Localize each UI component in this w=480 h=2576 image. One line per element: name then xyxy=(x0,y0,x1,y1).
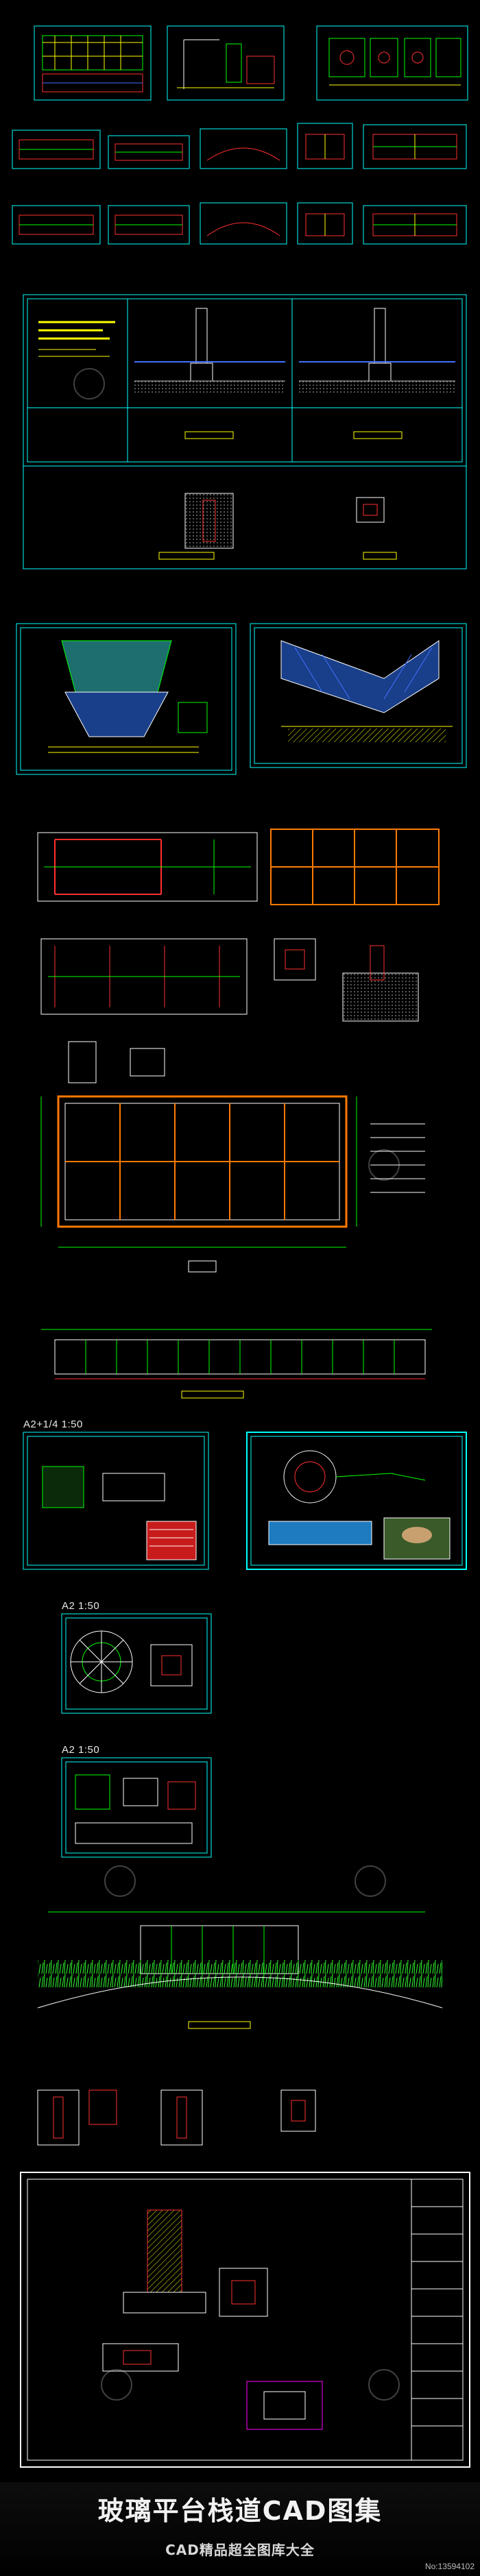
scale-label-a2-plan: A2 1:50 xyxy=(62,1600,100,1612)
sheet-a2-details xyxy=(61,1757,212,1858)
sheet-walkway-elevation xyxy=(41,1329,432,1399)
sheet-a2-quarter xyxy=(23,1432,467,1570)
sheet-framing-plans xyxy=(37,829,440,1083)
watermark-logo xyxy=(73,368,400,2401)
sheet-section-details xyxy=(23,294,467,569)
banner-subtitle: CAD精品超全图库大全 xyxy=(165,2542,315,2558)
sheet-plan-views xyxy=(16,623,467,775)
sheet-a2-circular-plan xyxy=(61,1613,212,1714)
sheet-top-details xyxy=(34,25,468,101)
sheet-bridge-elevation xyxy=(37,1911,443,2029)
sheet-deck-plan xyxy=(40,1095,425,1273)
image-number: No:13594102 xyxy=(424,2562,475,2571)
title-banner xyxy=(0,2482,480,2576)
banner-title: 玻璃平台栈道CAD图集 xyxy=(97,2496,383,2526)
scale-label-a2-quarter: A2+1/4 1:50 xyxy=(23,1419,83,1430)
scale-label-a2-details: A2 1:50 xyxy=(62,1744,100,1756)
sheet-small-frames xyxy=(12,123,467,245)
sheet-foundation-details xyxy=(20,2172,470,2468)
sheet-post-details xyxy=(37,2089,316,2146)
